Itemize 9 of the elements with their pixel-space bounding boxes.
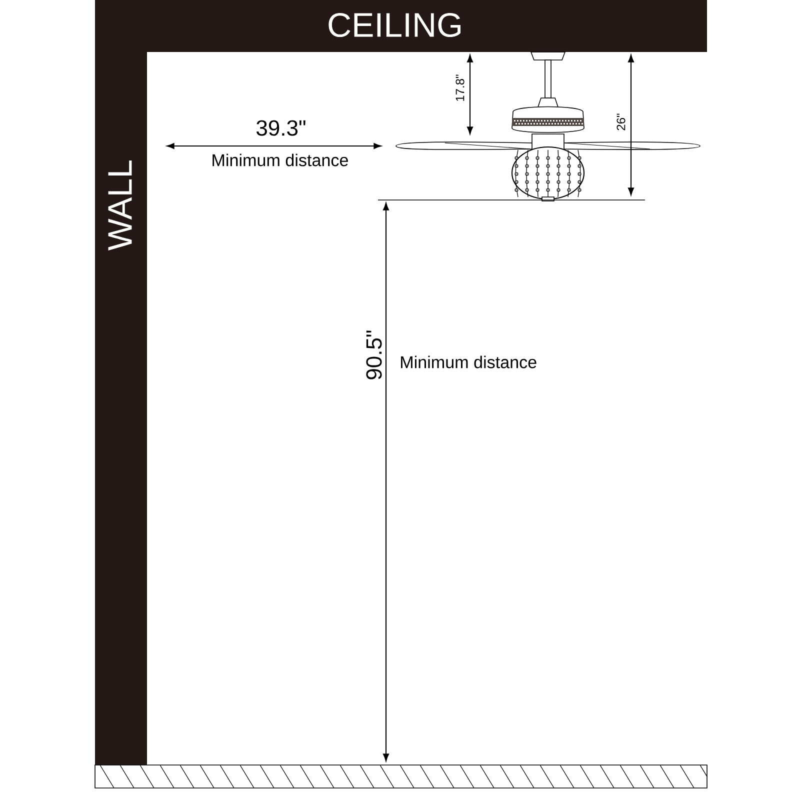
- dimension-label: Minimum distance: [212, 154, 348, 166]
- dimension-label: 90.5": [366, 330, 382, 380]
- dimension-label: 17.8": [456, 74, 464, 101]
- dimension-label: 26": [616, 114, 626, 130]
- band: WALL: [95, 52, 147, 765]
- dimension-label: 39.3": [256, 120, 306, 136]
- dimension-label: Minimum distance: [401, 356, 536, 368]
- band: CEILING: [95, 0, 707, 52]
- node-label: WALL: [108, 160, 132, 251]
